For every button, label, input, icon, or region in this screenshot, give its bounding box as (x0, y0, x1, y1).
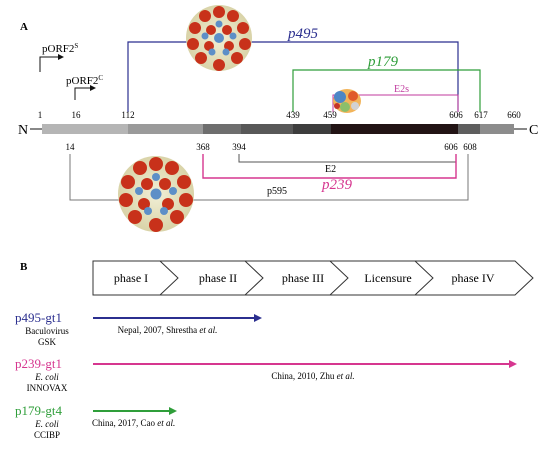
pos-606-top: 606 (449, 110, 463, 120)
manufacturer: GSK (38, 337, 57, 347)
expression-system: Baculovirus (25, 326, 69, 336)
p595-bracket: p595 (69, 154, 469, 201)
expression-system: E. coli (34, 419, 59, 429)
p595-label: p595 (267, 186, 287, 197)
e2s-bracket: E2s (332, 84, 459, 112)
manufacturer: CCIBP (34, 430, 60, 440)
trial-note: Nepal, 2007, Shrestha et al. (118, 325, 218, 335)
p495-capsid-image (186, 5, 252, 71)
pos-394: 394 (232, 142, 246, 152)
phase-label: phase II (199, 271, 237, 285)
promoter-arrow-s: pORF2S (39, 42, 78, 72)
e2-bracket: E2 (238, 154, 457, 175)
panel-a-label: A (20, 21, 28, 33)
trial-note: China, 2017, Cao et al. (92, 418, 175, 428)
pos-16: 16 (72, 110, 82, 120)
p495-bracket: p495 (127, 26, 459, 112)
panel-b-label: B (20, 261, 28, 273)
phase-chevron: phase I (92, 260, 194, 296)
e2-label: E2 (325, 164, 336, 175)
phase-label: Licensure (364, 271, 411, 285)
p179-bracket: p179 (292, 54, 481, 112)
phase-label: phase IV (452, 271, 495, 285)
p179-label: p179 (367, 54, 399, 70)
p495-label: p495 (287, 26, 319, 42)
pos-112: 112 (121, 110, 134, 120)
p239-bracket: p239 (202, 154, 457, 193)
pos-660: 660 (507, 110, 521, 120)
promoter-s-label: pORF2S (42, 42, 78, 55)
phase-chevron: phase III (243, 260, 364, 296)
vaccine-name: p495-gt1 (15, 310, 62, 325)
orf2-protein-bar: N C (18, 123, 538, 138)
pos-608: 608 (463, 142, 477, 152)
manufacturer: INNOVAX (27, 383, 68, 393)
p239-capsid-image (118, 156, 194, 232)
e2s-label: E2s (394, 84, 409, 95)
p239-label: p239 (321, 177, 353, 193)
c-terminus: C (529, 123, 538, 138)
progress-arrowhead (509, 360, 517, 368)
pos-14: 14 (66, 142, 76, 152)
expression-system: E. coli (34, 372, 59, 382)
trial-note: China, 2010, Zhu et al. (271, 371, 354, 381)
promoter-c-label: pORF2C (66, 74, 103, 87)
n-terminus: N (18, 123, 28, 138)
pos-368: 368 (196, 142, 210, 152)
progress-arrowhead (254, 314, 262, 322)
pos-606-bottom: 606 (444, 142, 458, 152)
e2s-dimer-image (333, 89, 361, 113)
pos-439: 439 (286, 110, 300, 120)
progress-arrowhead (169, 407, 177, 415)
phase-label: phase III (282, 271, 324, 285)
pos-459: 459 (323, 110, 337, 120)
phase-chevron: phase IV (413, 260, 534, 296)
phase-label: phase I (114, 271, 148, 285)
vaccine-name: p239-gt1 (15, 356, 62, 371)
pos-617: 617 (474, 110, 488, 120)
vaccine-name: p179-gt4 (15, 403, 62, 418)
pos-1: 1 (38, 110, 43, 120)
phase-row: phase I phase II phase III Licensure phase I… (92, 260, 534, 296)
promoter-arrow-c: pORF2C (66, 74, 103, 100)
